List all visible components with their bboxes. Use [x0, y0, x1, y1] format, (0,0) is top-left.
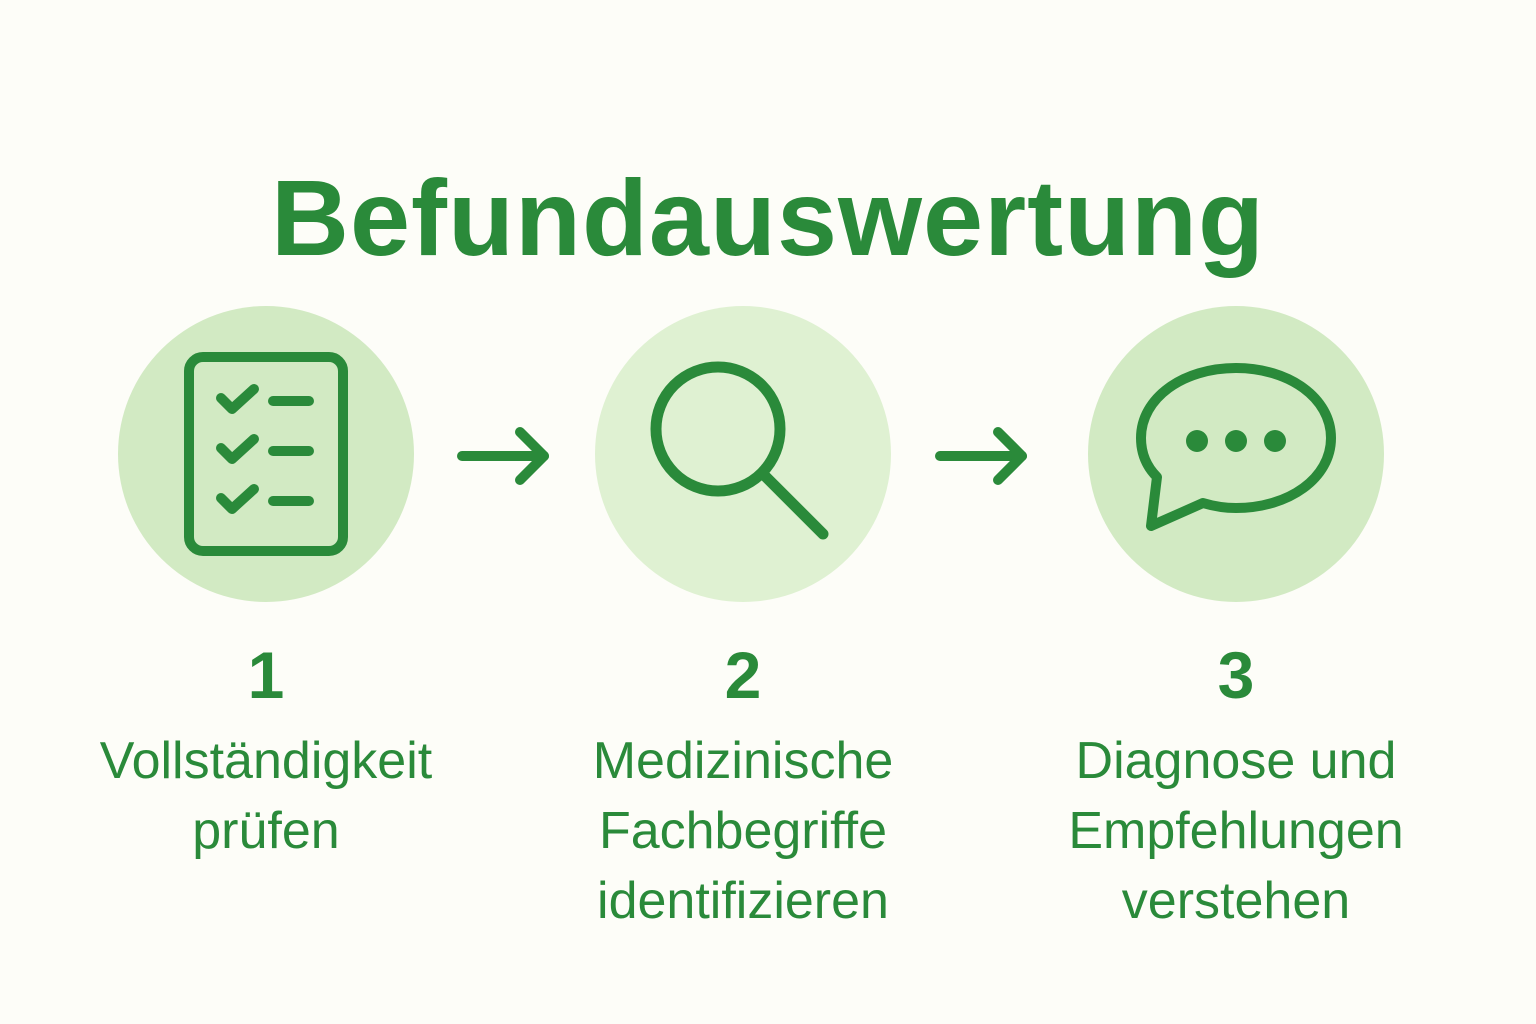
step-1: 1 Vollständigkeit prüfen [46, 306, 486, 866]
step-2-label-line: identifizieren [597, 872, 889, 930]
page-title: Befundauswertung [270, 157, 1265, 279]
step-2-number: 2 [724, 638, 762, 712]
checklist-icon [184, 352, 348, 556]
step-1-label: Vollständigkeit prüfen [100, 726, 432, 866]
speech-bubble-icon [1136, 363, 1336, 531]
step-3: 3 Diagnose und Empfehlungen verstehen [1016, 306, 1456, 936]
step-3-label-line: verstehen [1121, 872, 1351, 930]
step-1-label-line: Vollständigkeit [99, 732, 433, 790]
step-3-label: Diagnose und Empfehlungen verstehen [1068, 726, 1403, 936]
step-1-circle [118, 306, 414, 602]
step-3-label-line: Empfehlungen [1068, 802, 1404, 860]
magnifier-icon [650, 361, 829, 540]
step-3-number: 3 [1217, 638, 1255, 712]
arrow-right-icon [457, 427, 549, 485]
step-2-label: Medizinische Fachbegriffe identifizieren [593, 726, 894, 936]
step-3-circle [1088, 306, 1384, 602]
step-3-label-line: Diagnose und [1075, 732, 1397, 790]
step-1-number: 1 [247, 638, 285, 712]
arrow-right-icon [935, 427, 1027, 485]
step-2: 2 Medizinische Fachbegriffe identifizier… [523, 306, 963, 936]
step-1-label-line: prüfen [192, 802, 340, 860]
step-2-label-line: Fachbegriffe [598, 802, 888, 860]
step-2-circle [595, 306, 891, 602]
step-2-label-line: Medizinische [592, 732, 894, 790]
